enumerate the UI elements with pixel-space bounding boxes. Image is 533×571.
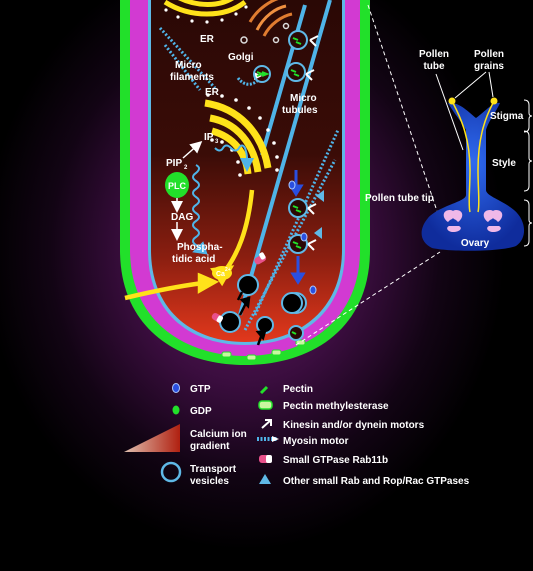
legend-kinesin: Kinesin and/or dynein motors [261, 419, 425, 431]
microfilaments-label-2: filaments [170, 72, 214, 83]
legend-gdp-label: GDP [190, 406, 212, 417]
plc-label: PLC [168, 181, 187, 191]
rab11b-vesicles [211, 252, 267, 323]
pollen-tube-label-2: tube [423, 61, 445, 72]
stigma-label: Stigma [490, 111, 524, 122]
legend: GTP GDP Calcium ion gradient Transport v… [124, 383, 470, 487]
legend-calcium-label-1: Calcium ion [190, 429, 247, 440]
pollen-tube-label-1: Pollen [419, 49, 449, 60]
ovules [443, 210, 503, 232]
legend-pme: Pectin methylesterase [258, 400, 389, 412]
legend-rop-label: Other small Rab and Rop/Rac GTPases [283, 476, 470, 487]
pip2-label: PIP [166, 158, 182, 169]
plc-enzyme [165, 172, 189, 198]
legend-calcium-label-2: gradient [190, 441, 230, 452]
pollen-grains-label-2: grains [474, 61, 504, 72]
er-top-dots [164, 5, 248, 24]
small-vesicles-golgi [253, 65, 271, 83]
gtp-markers [288, 180, 317, 295]
ip3-diffusion-arrows [192, 144, 254, 255]
kinesin-icon [261, 419, 272, 429]
inset-brackets [523, 99, 533, 247]
legend-pectin-label: Pectin [283, 384, 313, 395]
calcium-gradient-icon [124, 424, 180, 452]
callout-lines [295, 4, 441, 346]
legend-myosin: Myosin motor [257, 436, 349, 447]
golgi-label: Golgi [228, 52, 254, 63]
microtubules-label-1: Micro [290, 93, 317, 104]
gtp-icon [172, 383, 180, 393]
rop-gtpases [314, 190, 324, 239]
legend-pectin: Pectin [259, 384, 313, 395]
pectin-wall-marks [221, 339, 306, 361]
legend-gtp-label: GTP [190, 384, 211, 395]
calcium-ion [212, 266, 232, 280]
legend-myosin-label: Myosin motor [283, 436, 349, 447]
vesicle-icon [160, 461, 182, 483]
pollen-tube-pointer [435, 73, 464, 151]
kinesin-motors [305, 35, 319, 251]
legend-vesicles-label-1: Transport [190, 464, 237, 475]
rop-gtpase-icon [259, 474, 271, 484]
er-middle-dots [206, 93, 279, 177]
legend-rab11b: Small GTPase Rab11b [259, 455, 388, 466]
er-middle-label: ER [205, 87, 220, 98]
ip3-label: IP [204, 132, 214, 143]
calcium-ion-label: Ca [216, 271, 225, 278]
pistil-body [421, 102, 525, 251]
pollen-grains-pointer-left [454, 71, 487, 99]
pectin-methylesterase-icon [258, 400, 273, 410]
microtubules-label-2: tubules [282, 105, 318, 116]
vesicle-transport-arrows [288, 170, 306, 285]
phosphatidic-acid-label-1: Phospha- [177, 242, 223, 253]
style-label: Style [492, 158, 516, 169]
pollen-grain-right [490, 97, 498, 105]
legend-gtp: GTP [172, 383, 211, 395]
pollen-tube-tip-label: Pollen tube tip [365, 193, 434, 204]
dag-label: DAG [171, 212, 193, 223]
pistil-inset: Ovary [421, 97, 525, 251]
legend-rop: Other small Rab and Rop/Rac GTPases [259, 474, 470, 487]
legend-vesicles: Transport vesicles [160, 461, 237, 487]
pollen-grains-label-1: Pollen [474, 49, 504, 60]
legend-vesicles-label-2: vesicles [190, 476, 229, 487]
calcium-ion-charge: 2+ [225, 267, 231, 273]
legend-pme-label: Pectin methylesterase [283, 401, 389, 412]
pectin-icon [259, 385, 269, 395]
gdp-icon [172, 405, 180, 415]
er-top [163, 0, 247, 17]
phosphatidic-acid-label-2: tidic acid [172, 254, 215, 265]
legend-kinesin-label: Kinesin and/or dynein motors [283, 420, 425, 431]
legend-rab11b-label: Small GTPase Rab11b [283, 455, 388, 466]
pollen-tube-path-left [452, 102, 471, 213]
pollen-tube-path-right [477, 102, 494, 213]
signaling-arrows [171, 141, 203, 241]
er-top-label: ER [200, 34, 215, 45]
pip2-subscript: 2 [184, 165, 188, 171]
ovary-label: Ovary [461, 238, 490, 249]
legend-gdp: GDP [172, 405, 212, 417]
exocytosis-arrows [236, 291, 267, 346]
ip3-subscript: 3 [215, 139, 219, 145]
legend-calcium: Calcium ion gradient [124, 424, 247, 452]
pollen-grains-pointer-right [488, 71, 494, 98]
microfilaments-label-1: Micro [175, 60, 202, 71]
golgi [240, 0, 293, 44]
pollen-grain-left [448, 97, 456, 105]
